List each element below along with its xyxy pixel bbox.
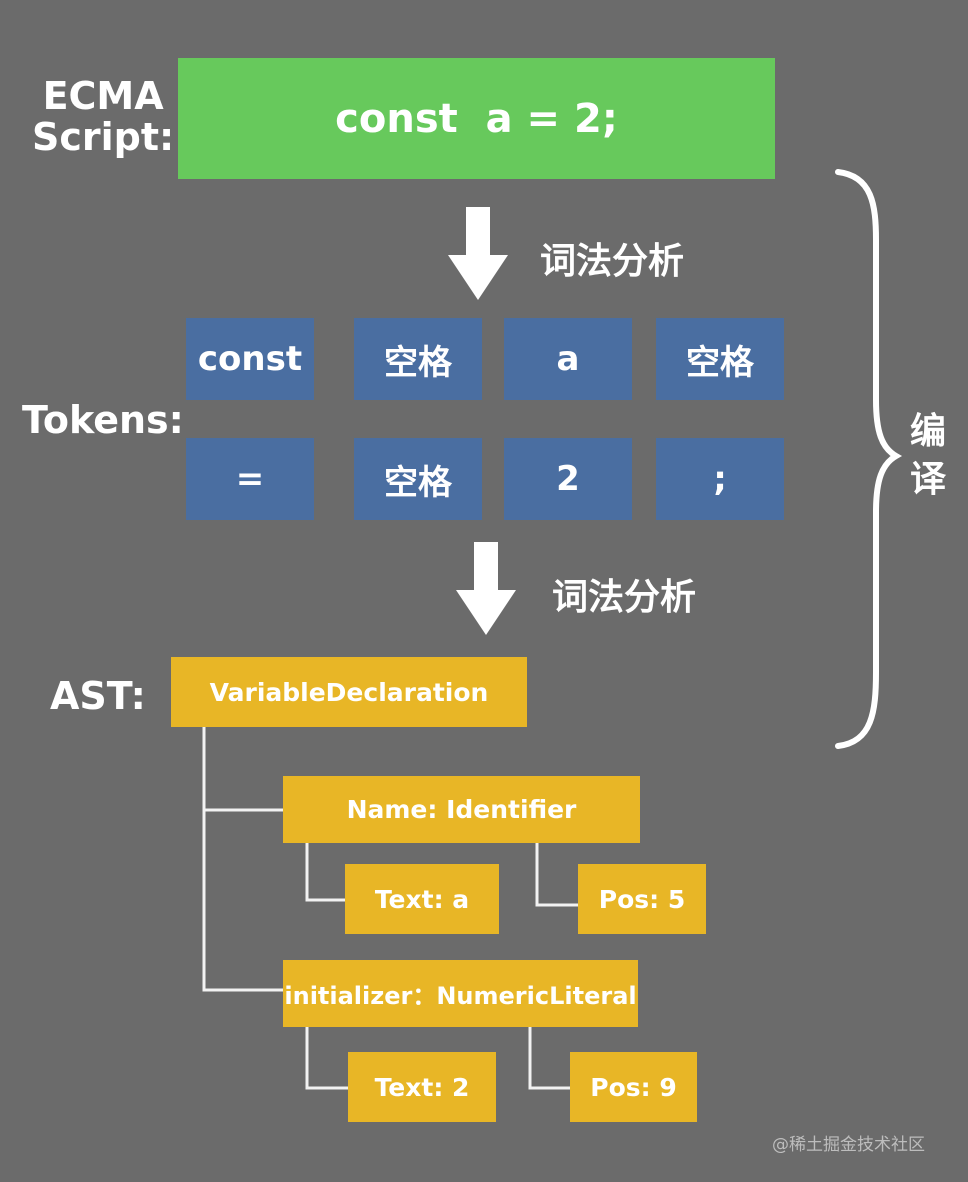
lexical-analysis-label-1: 词法分析 bbox=[540, 241, 685, 282]
token-box: 空格 bbox=[354, 318, 482, 400]
ast-init-pos-node: Pos: 9 bbox=[570, 1052, 697, 1122]
token-box: 2 bbox=[504, 438, 632, 520]
source-code-box: const a = 2; bbox=[178, 58, 775, 179]
ast-initializer-node: initializer：NumericLiteral bbox=[283, 960, 638, 1027]
token-box: ; bbox=[656, 438, 784, 520]
token-box: 空格 bbox=[656, 318, 784, 400]
ast-name-pos-node: Pos: 5 bbox=[578, 864, 706, 934]
ast-label: AST: bbox=[50, 674, 146, 718]
token-box: a bbox=[504, 318, 632, 400]
token-box: = bbox=[186, 438, 314, 520]
arrow-down-icon bbox=[456, 542, 516, 635]
ast-root-node: VariableDeclaration bbox=[171, 657, 527, 727]
compile-label: 编 译 bbox=[910, 411, 947, 500]
curly-brace-icon bbox=[835, 169, 903, 749]
token-box: const bbox=[186, 318, 314, 400]
source-code-text: const a = 2; bbox=[335, 95, 618, 142]
tokens-label: Tokens: bbox=[22, 398, 184, 442]
watermark: @稀土掘金技术社区 bbox=[772, 1135, 925, 1155]
token-box: 空格 bbox=[354, 438, 482, 520]
ast-connectors bbox=[202, 725, 580, 1090]
ast-name-node: Name: Identifier bbox=[283, 776, 640, 843]
ecma-script-label: ECMA Script: bbox=[32, 74, 175, 159]
arrow-down-icon bbox=[448, 207, 508, 300]
lexical-analysis-label-2: 词法分析 bbox=[552, 577, 697, 618]
ast-init-text-node: Text: 2 bbox=[348, 1052, 496, 1122]
ast-name-text-node: Text: a bbox=[345, 864, 499, 934]
